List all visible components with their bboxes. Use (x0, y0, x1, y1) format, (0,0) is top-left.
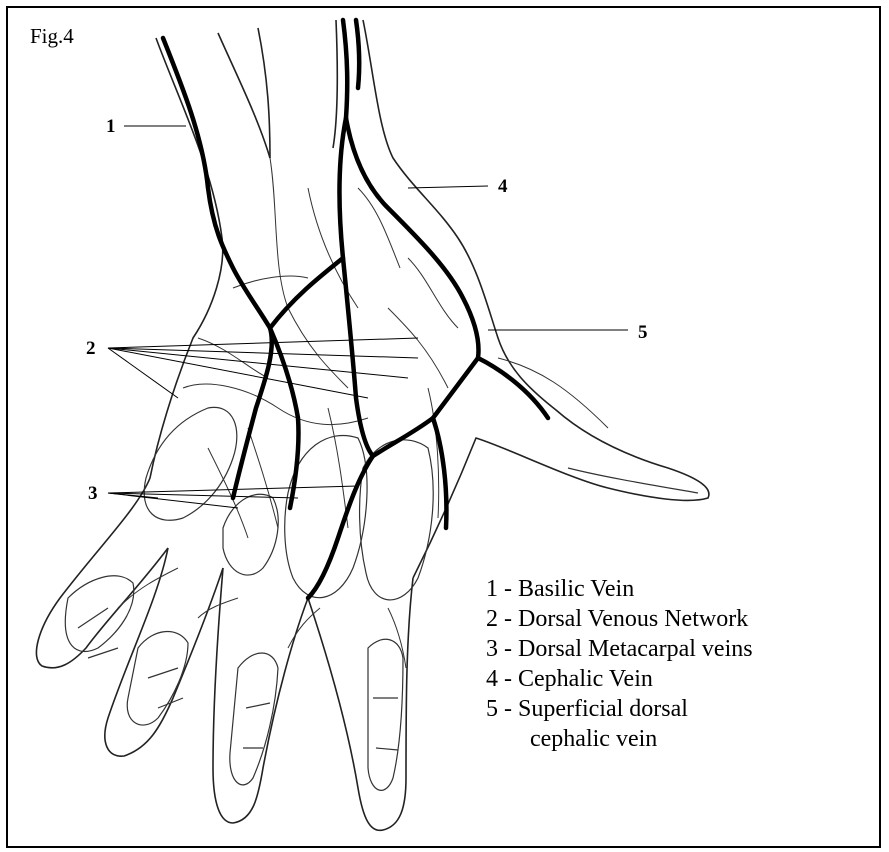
callout-5: 5 (638, 322, 648, 343)
legend-item-continuation: cephalic vein (486, 724, 753, 754)
legend-number: 5 (486, 696, 498, 722)
callout-4: 4 (498, 176, 508, 197)
callout-2: 2 (86, 338, 96, 359)
callout-3: 3 (88, 483, 98, 504)
legend-item: 1 - Basilic Vein (486, 574, 753, 604)
legend-text: Cephalic Vein (518, 666, 653, 692)
legend-number: 4 (486, 666, 498, 692)
legend: 1 - Basilic Vein 2 - Dorsal Venous Netwo… (486, 574, 753, 754)
figure-frame: Fig.4 (6, 6, 881, 848)
legend-item: 5 - Superficial dorsal (486, 694, 753, 724)
legend-number: 3 (486, 636, 498, 662)
legend-text: Dorsal Metacarpal veins (518, 636, 753, 662)
legend-item: 3 - Dorsal Metacarpal veins (486, 634, 753, 664)
legend-text: Basilic Vein (518, 576, 634, 602)
callout-1: 1 (106, 116, 116, 137)
legend-number: 1 (486, 576, 498, 602)
major-veins (163, 20, 548, 598)
dorsal-network-central (340, 118, 373, 456)
superficial-dorsal-cephalic-vein (308, 358, 478, 598)
basilic-vein (163, 38, 272, 498)
legend-text: Superficial dorsal (518, 696, 688, 722)
legend-item: 4 - Cephalic Vein (486, 664, 753, 694)
legend-number: 2 (486, 606, 498, 632)
dorsal-network-left (270, 258, 343, 328)
legend-text: Dorsal Venous Network (518, 606, 748, 632)
legend-item: 2 - Dorsal Venous Network (486, 604, 753, 634)
